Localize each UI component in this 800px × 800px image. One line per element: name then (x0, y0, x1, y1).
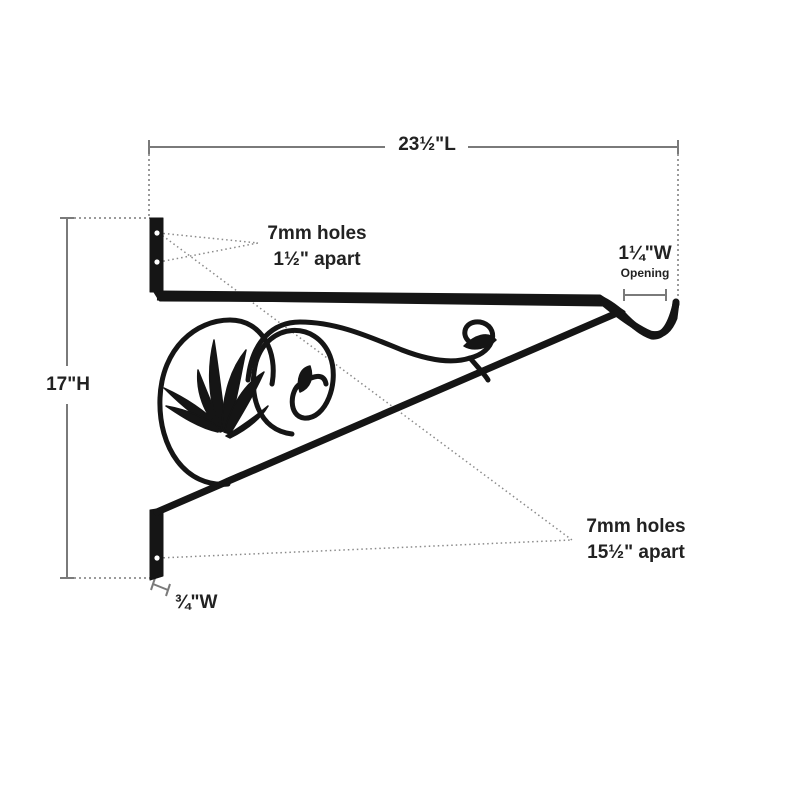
top-holes-label-line1: 7mm holes (267, 223, 367, 244)
bottom-hole-leader (158, 232, 573, 541)
top-hole (154, 230, 160, 236)
upper-arm-scroll (245, 319, 473, 383)
hanger-hook (600, 298, 680, 339)
small-curl (462, 319, 496, 361)
scroll-leaf (297, 365, 313, 393)
leaf-cluster (163, 339, 269, 439)
plate-width-dimension-line (152, 583, 169, 591)
scroll-to-brace (467, 355, 491, 383)
center-scroll (250, 328, 336, 437)
top-hole-leader (158, 232, 259, 244)
plate-width-tick-right (165, 583, 171, 597)
length-label: 23½"L (398, 134, 456, 155)
plate-width-tick-left (150, 577, 156, 591)
bottom-hole-leader (158, 539, 573, 559)
wall-plate-lower (149, 507, 164, 581)
opening-caption: Opening (620, 266, 670, 280)
top-holes-label-line2: 1½" apart (273, 249, 361, 270)
bottom-holes-label-line2: 15½" apart (587, 542, 685, 563)
loop-to-brace (217, 471, 245, 487)
bracket-illustration (149, 217, 680, 581)
height-label: 17"H (46, 374, 90, 395)
bottom-holes-label-line1: 7mm holes (586, 516, 686, 537)
top-hole (154, 259, 160, 265)
bottom-hole (154, 555, 160, 561)
top-arm-bar (156, 291, 604, 307)
small-leaf (463, 334, 497, 350)
plate-width-label: ¾"W (174, 592, 218, 613)
wall-plate-upper (149, 217, 164, 293)
dimension-lines (60, 140, 679, 597)
top-hole-leader (158, 242, 259, 263)
opening-width-label: 1¼"W (618, 243, 672, 264)
